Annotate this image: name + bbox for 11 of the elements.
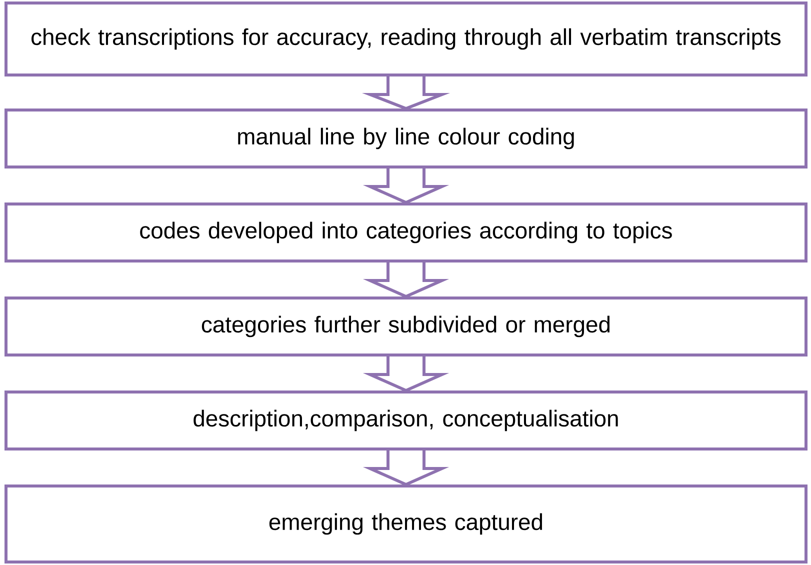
process-box: codes developed into categories according to topics [4,202,808,262]
process-box: manual line by line colour coding [4,108,808,168]
arrow [362,354,450,392]
process-box: check transcriptions for accuracy, reading through all verbatim transcripts [4,2,808,76]
process-box: categories further subdivided or merged [4,296,808,356]
arrow [362,75,450,110]
process-box: description,comparison, conceptualisation [4,390,808,450]
arrow [362,166,450,204]
arrow [362,260,450,298]
process-box: emerging themes captured [4,484,808,564]
arrow [362,448,450,486]
